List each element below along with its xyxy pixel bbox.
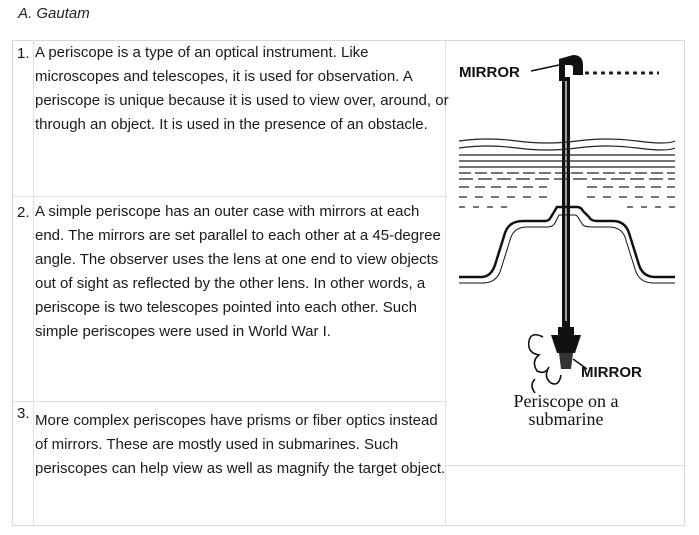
item-text: More complex periscopes have prisms or f… [35,412,446,477]
item-number: 2. [17,204,30,221]
mirror-top-pointer [530,64,560,72]
item-text: A simple periscope has an outer case wit… [35,203,441,340]
periscope-illustration: MIRROR [458,55,676,429]
periscope-figure: MIRROR [447,41,685,465]
figure-caption-line2: submarine [529,409,604,429]
mirror-bottom-pointer [572,358,588,370]
figure-caption-line1: Periscope on a [514,391,619,411]
submarine-hull-inner [459,214,675,284]
item-text: A periscope is a type of an optical inst… [35,44,449,133]
column-divider [445,41,446,525]
eyepiece [559,353,573,369]
mirror-bottom-label: MIRROR [581,364,642,381]
column-divider [33,41,34,525]
item-number: 1. [17,45,30,62]
row-divider [445,465,686,466]
mirror-top-label: MIRROR [459,64,520,81]
author-name: A. Gautam [18,5,90,22]
periscope-head [559,55,583,81]
row-divider [13,401,446,402]
submarine-hull [459,205,675,279]
item-number: 3. [17,405,30,422]
content-table: 1. A periscope is a type of an optical i… [12,40,686,526]
row-divider [13,196,446,197]
observer-silhouette [527,333,562,394]
eyepiece-collar [558,327,574,335]
water-surface [458,138,676,208]
eyepiece-housing [551,335,581,353]
